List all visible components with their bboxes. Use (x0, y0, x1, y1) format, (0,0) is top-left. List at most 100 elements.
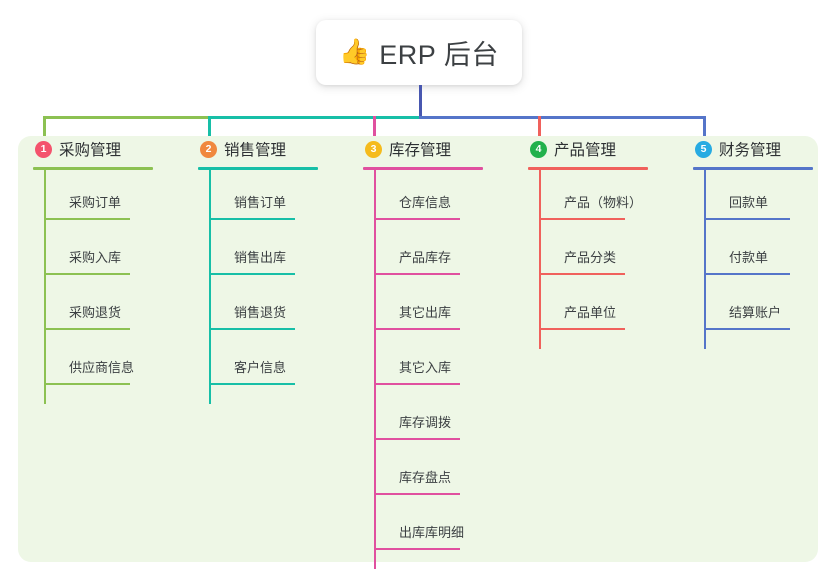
leaf-node-rule (704, 273, 790, 275)
branch-title-sales: 销售管理 (224, 142, 287, 159)
leaf-node-rule (374, 493, 460, 495)
branch-column-finance: 5 财务管理回款单付款单结算账户 (691, 136, 839, 349)
leaf-node[interactable]: 产品（物料） (526, 170, 686, 225)
leaf-node-label: 采购订单 (69, 195, 122, 210)
leaf-node-label: 仓库信息 (399, 195, 452, 210)
leaf-node-label: 销售出库 (234, 250, 287, 265)
connector-bar-teal (208, 116, 420, 119)
leaf-node-rule (539, 273, 625, 275)
leaf-node[interactable]: 其它入库 (361, 335, 521, 390)
leaf-node[interactable]: 采购订单 (31, 170, 191, 225)
leaf-node[interactable]: 出库库明细 (361, 500, 521, 555)
branch-spine-sales (209, 169, 211, 404)
leaf-node-rule (704, 218, 790, 220)
branch-badge-inventory: 3 (365, 140, 382, 158)
leaf-node[interactable]: 仓库信息 (361, 170, 521, 225)
leaf-node-rule (374, 383, 460, 385)
branch-title-inventory: 库存管理 (389, 142, 452, 159)
leaf-node-label: 回款单 (729, 195, 769, 210)
leaf-node[interactable]: 回款单 (691, 170, 839, 225)
leaf-node-label: 供应商信息 (69, 360, 135, 375)
leaf-node-label: 产品库存 (399, 250, 452, 265)
branch-items-inventory: 仓库信息产品库存其它出库其它入库库存调拨库存盘点出库库明细 (361, 170, 521, 555)
leaf-node-label: 其它入库 (399, 360, 452, 375)
branch-rule-finance (693, 167, 813, 170)
leaf-node[interactable]: 其它出库 (361, 280, 521, 335)
branch-title-product: 产品管理 (554, 142, 617, 159)
leaf-node-rule (704, 328, 790, 330)
leaf-node-label: 客户信息 (234, 360, 287, 375)
branch-items-finance: 回款单付款单结算账户 (691, 170, 839, 335)
branch-header-sales[interactable]: 2 销售管理 (196, 136, 356, 162)
leaf-node-rule (539, 328, 625, 330)
branch-rule-inventory (363, 167, 483, 170)
root-node-card[interactable]: 👍 ERP 后台 (316, 20, 522, 85)
leaf-node-label: 其它出库 (399, 305, 452, 320)
branch-rule-purchase (33, 167, 153, 170)
connector-bar-green (43, 116, 208, 119)
leaf-node-rule (209, 273, 295, 275)
leaf-node-rule (209, 218, 295, 220)
leaf-node-rule (209, 328, 295, 330)
leaf-node-rule (44, 218, 130, 220)
leaf-node-rule (539, 218, 625, 220)
leaf-node-label: 库存调拨 (399, 415, 452, 430)
leaf-node[interactable]: 采购退货 (31, 280, 191, 335)
leaf-node-label: 库存盘点 (399, 470, 452, 485)
branch-rule-product (528, 167, 648, 170)
branch-spine-inventory (374, 169, 376, 569)
leaf-node[interactable]: 采购入库 (31, 225, 191, 280)
branch-column-inventory: 3 库存管理仓库信息产品库存其它出库其它入库库存调拨库存盘点出库库明细 (361, 136, 521, 569)
branch-title-purchase: 采购管理 (59, 142, 122, 159)
branch-spine-purchase (44, 169, 46, 404)
leaf-node[interactable]: 销售订单 (196, 170, 356, 225)
leaf-node-label: 出库库明细 (399, 525, 465, 540)
thumbs-up-icon: 👍 (339, 38, 371, 66)
leaf-node-label: 销售退货 (234, 305, 287, 320)
branch-badge-finance: 5 (695, 140, 712, 158)
leaf-node-rule (374, 548, 460, 550)
leaf-node-rule (44, 383, 130, 385)
branch-header-finance[interactable]: 5 财务管理 (691, 136, 839, 162)
leaf-node[interactable]: 库存盘点 (361, 445, 521, 500)
leaf-node-label: 销售订单 (234, 195, 287, 210)
branch-rule-sales (198, 167, 318, 170)
leaf-node-rule (374, 273, 460, 275)
leaf-node[interactable]: 供应商信息 (31, 335, 191, 390)
branch-items-product: 产品（物料） 产品分类产品单位 (526, 170, 686, 335)
leaf-node-rule (209, 383, 295, 385)
leaf-node-label: 采购入库 (69, 250, 122, 265)
connector-trunk (419, 85, 422, 119)
leaf-node-rule (374, 218, 460, 220)
leaf-node[interactable]: 销售出库 (196, 225, 356, 280)
branch-badge-purchase: 1 (35, 140, 52, 158)
leaf-node[interactable]: 付款单 (691, 225, 839, 280)
leaf-node[interactable]: 结算账户 (691, 280, 839, 335)
leaf-node-rule (44, 328, 130, 330)
branch-spine-product (539, 169, 541, 349)
branch-badge-sales: 2 (200, 140, 217, 158)
leaf-node-label: 产品单位 (564, 305, 617, 320)
leaf-node[interactable]: 产品库存 (361, 225, 521, 280)
leaf-node[interactable]: 销售退货 (196, 280, 356, 335)
branch-spine-finance (704, 169, 706, 349)
branch-items-purchase: 采购订单采购入库采购退货供应商信息 (31, 170, 191, 390)
leaf-node-label: 产品（物料） (564, 195, 643, 210)
leaf-node[interactable]: 产品分类 (526, 225, 686, 280)
branch-header-purchase[interactable]: 1 采购管理 (31, 136, 191, 162)
branches-panel: 1 采购管理采购订单采购入库采购退货供应商信息 2 销售管理销售订单销售出库销售退货客… (18, 136, 818, 569)
leaf-node-label: 结算账户 (729, 305, 782, 320)
leaf-node-rule (374, 438, 460, 440)
leaf-node[interactable]: 库存调拨 (361, 390, 521, 445)
branch-title-finance: 财务管理 (719, 142, 782, 159)
branch-items-sales: 销售订单销售出库销售退货客户信息 (196, 170, 356, 390)
leaf-node[interactable]: 产品单位 (526, 280, 686, 335)
connector-bar-blue (419, 116, 704, 119)
branch-header-inventory[interactable]: 3 库存管理 (361, 136, 521, 162)
leaf-node-rule (44, 273, 130, 275)
leaf-node[interactable]: 客户信息 (196, 335, 356, 390)
branch-column-sales: 2 销售管理销售订单销售出库销售退货客户信息 (196, 136, 356, 404)
